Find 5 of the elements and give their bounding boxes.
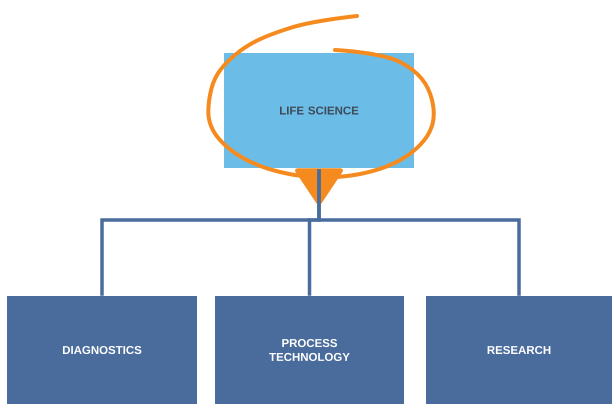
category-box: RESEARCH [426,296,612,404]
top-box: LIFE SCIENCE [224,53,414,168]
connector [100,169,521,296]
category-box: DIAGNOSTICS [7,296,197,404]
category-box: PROCESS TECHNOLOGY [215,296,404,404]
